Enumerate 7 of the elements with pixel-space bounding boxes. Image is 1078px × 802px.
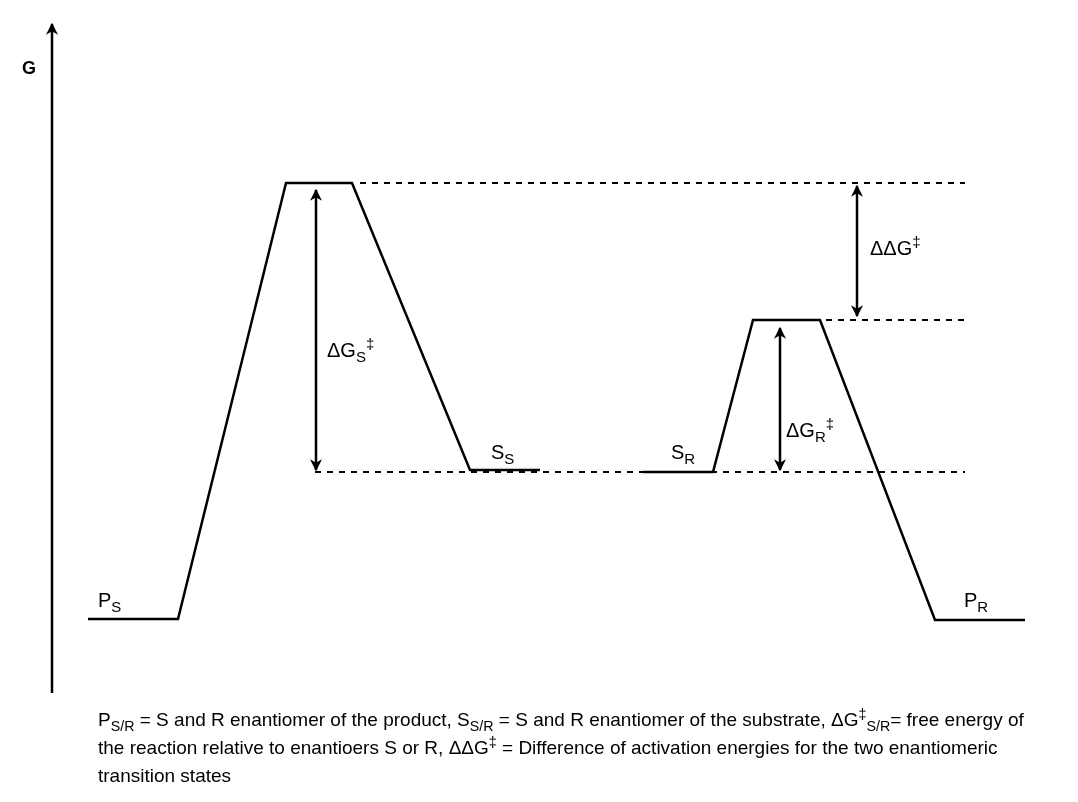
level-label: S$_{R}$ (671, 440, 696, 464)
level-label: P$_{R}$ (964, 588, 989, 612)
level-label: S$_{S}$ (491, 440, 515, 464)
measure-label: ΔΔG$^{‡}$ (870, 236, 921, 260)
axis-label: G (22, 57, 36, 80)
caption: P$_{S/R}$ = S and R enantiomer of the product, S$_{S/R}$ = S and R enantiomer of the substrate, ΔG$^{‡}$$_{S/R}$= free energy of the reaction relative to enantioers S or R, ΔΔG$^{‡}$ = Difference of activation energies for the two enantiomeric transition states (98, 706, 1025, 788)
level-label: P$_{S}$ (98, 588, 122, 612)
